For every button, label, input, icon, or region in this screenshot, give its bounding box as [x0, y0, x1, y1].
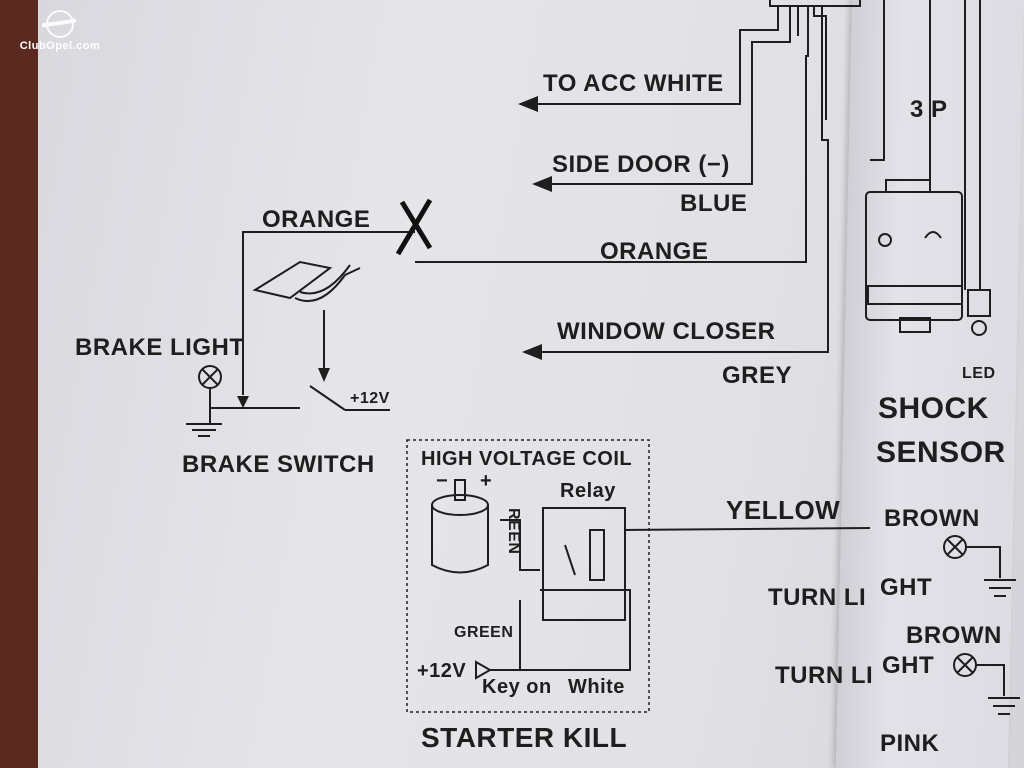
- label-hv-coil: HIGH VOLTAGE COIL: [421, 448, 633, 470]
- watermark-text: ClubOpel.com: [19, 40, 101, 52]
- label-key-on: Key on: [482, 676, 552, 698]
- label-shock: SHOCK: [878, 392, 989, 425]
- label-relay: Relay: [560, 480, 616, 502]
- wire-side-door: [535, 6, 791, 185]
- starter-kill-box: [406, 439, 650, 713]
- label-green-vertical: REEN: [505, 508, 522, 555]
- label-orange-main: ORANGE: [600, 238, 709, 265]
- label-side-door: SIDE DOOR (−): [552, 151, 730, 178]
- wire-window-closer: [525, 6, 829, 353]
- label-orange-brake: ORANGE: [262, 206, 371, 233]
- label-starter-kill: STARTER KILL: [421, 722, 628, 753]
- ignition-coil-icon: [431, 494, 489, 516]
- wire-yellow: [624, 527, 871, 531]
- label-coil-minus: −: [436, 470, 449, 492]
- led-icon: [967, 289, 991, 317]
- cut-mark-icon: [395, 198, 433, 256]
- label-to-acc: TO ACC WHITE: [543, 70, 724, 97]
- label-blue: BLUE: [680, 190, 748, 217]
- shock-sensor-module: [865, 191, 963, 321]
- label-grey: GREY: [722, 362, 793, 389]
- label-brake-switch: BRAKE SWITCH: [182, 451, 375, 478]
- label-ght-2: GHT: [882, 652, 935, 679]
- brake-switch-contact: [309, 385, 346, 411]
- label-3p: 3 P: [910, 96, 948, 123]
- label-brake-12v: +12V: [350, 390, 390, 407]
- relay-box: [542, 507, 626, 621]
- label-brown-1: BROWN: [884, 505, 980, 532]
- watermark-logo: ClubOpel.com: [10, 10, 110, 52]
- label-turn-light-2: TURN LI: [775, 662, 874, 689]
- label-brown-2: BROWN: [906, 622, 1002, 649]
- opel-logo-icon: [46, 10, 74, 38]
- wire-orange-brake: [242, 231, 415, 395]
- label-green: GREEN: [454, 624, 514, 641]
- label-coil-plus: +: [480, 470, 493, 492]
- main-connector: [769, 0, 861, 7]
- label-ght-1: GHT: [880, 574, 933, 601]
- wire-to-acc: [520, 6, 779, 105]
- label-white: White: [568, 676, 625, 698]
- label-sensor: SENSOR: [876, 436, 1006, 469]
- label-led: LED: [962, 365, 996, 382]
- label-yellow: YELLOW: [726, 495, 841, 525]
- label-window-closer: WINDOW CLOSER: [557, 318, 776, 345]
- label-kill-12v: +12V: [417, 660, 467, 682]
- brake-pedal-icon: [252, 260, 333, 300]
- label-turn-light-1: TURN LI: [768, 584, 867, 611]
- label-pink: PINK: [880, 730, 940, 757]
- wire-orange: [415, 6, 809, 263]
- label-brake-light: BRAKE LIGHT: [75, 334, 245, 361]
